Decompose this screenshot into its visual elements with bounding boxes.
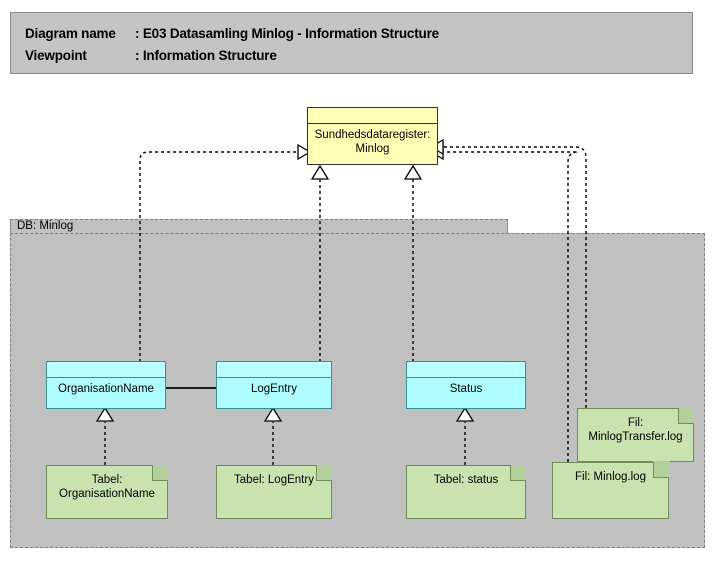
arrowhead-bottom-right-businessobject (403, 164, 423, 180)
diagram-name-value: : E03 Datasamling Minlog - Information S… (135, 26, 439, 41)
artifact-body (46, 465, 168, 519)
artifact-body (577, 408, 694, 462)
artifact-fold-corner-icon (152, 465, 168, 481)
diagram-name-line: Diagram name : E03 Datasamling Minlog - I… (25, 26, 439, 41)
artifact-fil-minlog-log[interactable]: Fil: Minlog.log (552, 461, 670, 519)
artifact-label-tabel-logentry: Tabel: LogEntry (234, 474, 314, 486)
node-label-status: Status (449, 383, 483, 395)
node-header-strip (407, 362, 525, 378)
diagram-title-box: Diagram name : E03 Datasamling Minlog - I… (10, 12, 693, 74)
artifact-body (216, 465, 332, 519)
db-group-label: DB: Minlog (17, 220, 74, 232)
node-data-object-organisationname[interactable]: OrganisationName (46, 361, 166, 409)
node-header-strip (308, 108, 437, 124)
node-data-object-logentry[interactable]: LogEntry (216, 361, 332, 409)
viewpoint-key: Viewpoint (25, 48, 87, 63)
artifact-fold-corner-icon (678, 408, 694, 424)
artifact-label-fil-minlog-log: Fil: Minlog.log (575, 471, 646, 483)
node-label-organisationname: OrganisationName (58, 383, 154, 395)
artifact-tabel-status[interactable]: Tabel: status (406, 464, 527, 519)
diagram-name-key: Diagram name (25, 26, 116, 41)
artifact-label-tabel-organisationname: Tabel: OrganisationName (59, 474, 155, 500)
artifact-tabel-organisationname[interactable]: Tabel: OrganisationName (46, 464, 169, 519)
artifact-fil-minlogtransfer-log[interactable]: Fil: MinlogTransfer.log (577, 407, 695, 462)
viewpoint-value: : Information Structure (135, 48, 277, 63)
node-label-business-object: Sundhedsdataregister: Minlog (314, 129, 431, 155)
node-label-logentry: LogEntry (250, 383, 298, 395)
artifact-fold-corner-icon (316, 465, 332, 481)
db-group-tab (10, 219, 508, 234)
artifact-body (552, 462, 669, 519)
artifact-label-tabel-status: Tabel: status (433, 474, 499, 486)
artifact-body (406, 465, 526, 519)
artifact-tabel-logentry[interactable]: Tabel: LogEntry (216, 464, 333, 519)
viewpoint-line: Viewpoint : Information Structure (25, 48, 277, 63)
node-header-strip (217, 362, 331, 378)
artifact-label-fil-minlogtransfer-log: Fil: MinlogTransfer.log (588, 417, 683, 443)
artifact-fold-corner-icon (510, 465, 526, 481)
node-business-object[interactable]: Sundhedsdataregister: Minlog (307, 107, 438, 165)
node-header-strip (47, 362, 165, 378)
arrowhead-bottom-left-businessobject (310, 164, 330, 180)
node-data-object-status[interactable]: Status (406, 361, 526, 409)
artifact-fold-corner-icon (653, 462, 669, 478)
